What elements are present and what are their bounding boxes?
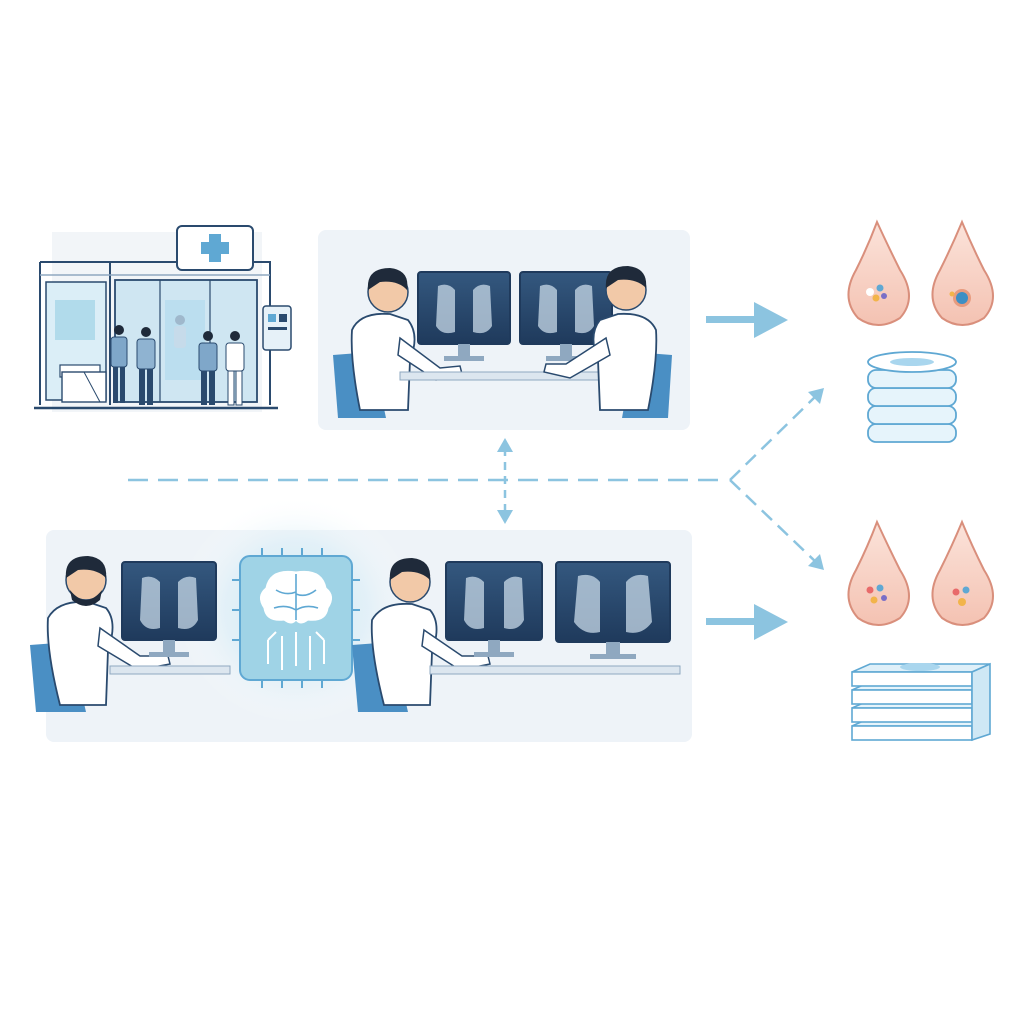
- xray-monitor-icon: [555, 561, 671, 659]
- ai-brain-chip-icon: [232, 548, 360, 688]
- bottom-ai-panel: [30, 495, 692, 742]
- organ-icon: [847, 519, 910, 626]
- top-reading-panel: [318, 230, 690, 430]
- hospital-staff-group: [110, 315, 245, 406]
- hospital-building-icon: [34, 225, 292, 412]
- xray-monitor-icon: [121, 561, 217, 657]
- xray-monitor-icon: [519, 271, 613, 361]
- dataset-stack-icon: [851, 662, 991, 742]
- dataset-stack-icon: [867, 351, 957, 443]
- output-arrow-bottom: [706, 604, 788, 640]
- radiologist-at-workstation-icon: [333, 268, 463, 418]
- organ-icon: [847, 219, 910, 326]
- xray-monitor-icon: [417, 271, 511, 361]
- organ-icon: [931, 519, 994, 626]
- xray-monitor-icon: [445, 561, 543, 657]
- organ-icon: [931, 219, 994, 326]
- radiologist-at-workstation-icon: [543, 266, 672, 418]
- output-arrow-top: [706, 302, 788, 338]
- radiologist-at-workstation-icon: [352, 558, 491, 712]
- medical-cross-icon: [176, 225, 254, 271]
- connector-lines: [128, 393, 819, 565]
- radiologist-at-workstation-icon: [30, 556, 171, 712]
- arrowheads: [497, 388, 824, 570]
